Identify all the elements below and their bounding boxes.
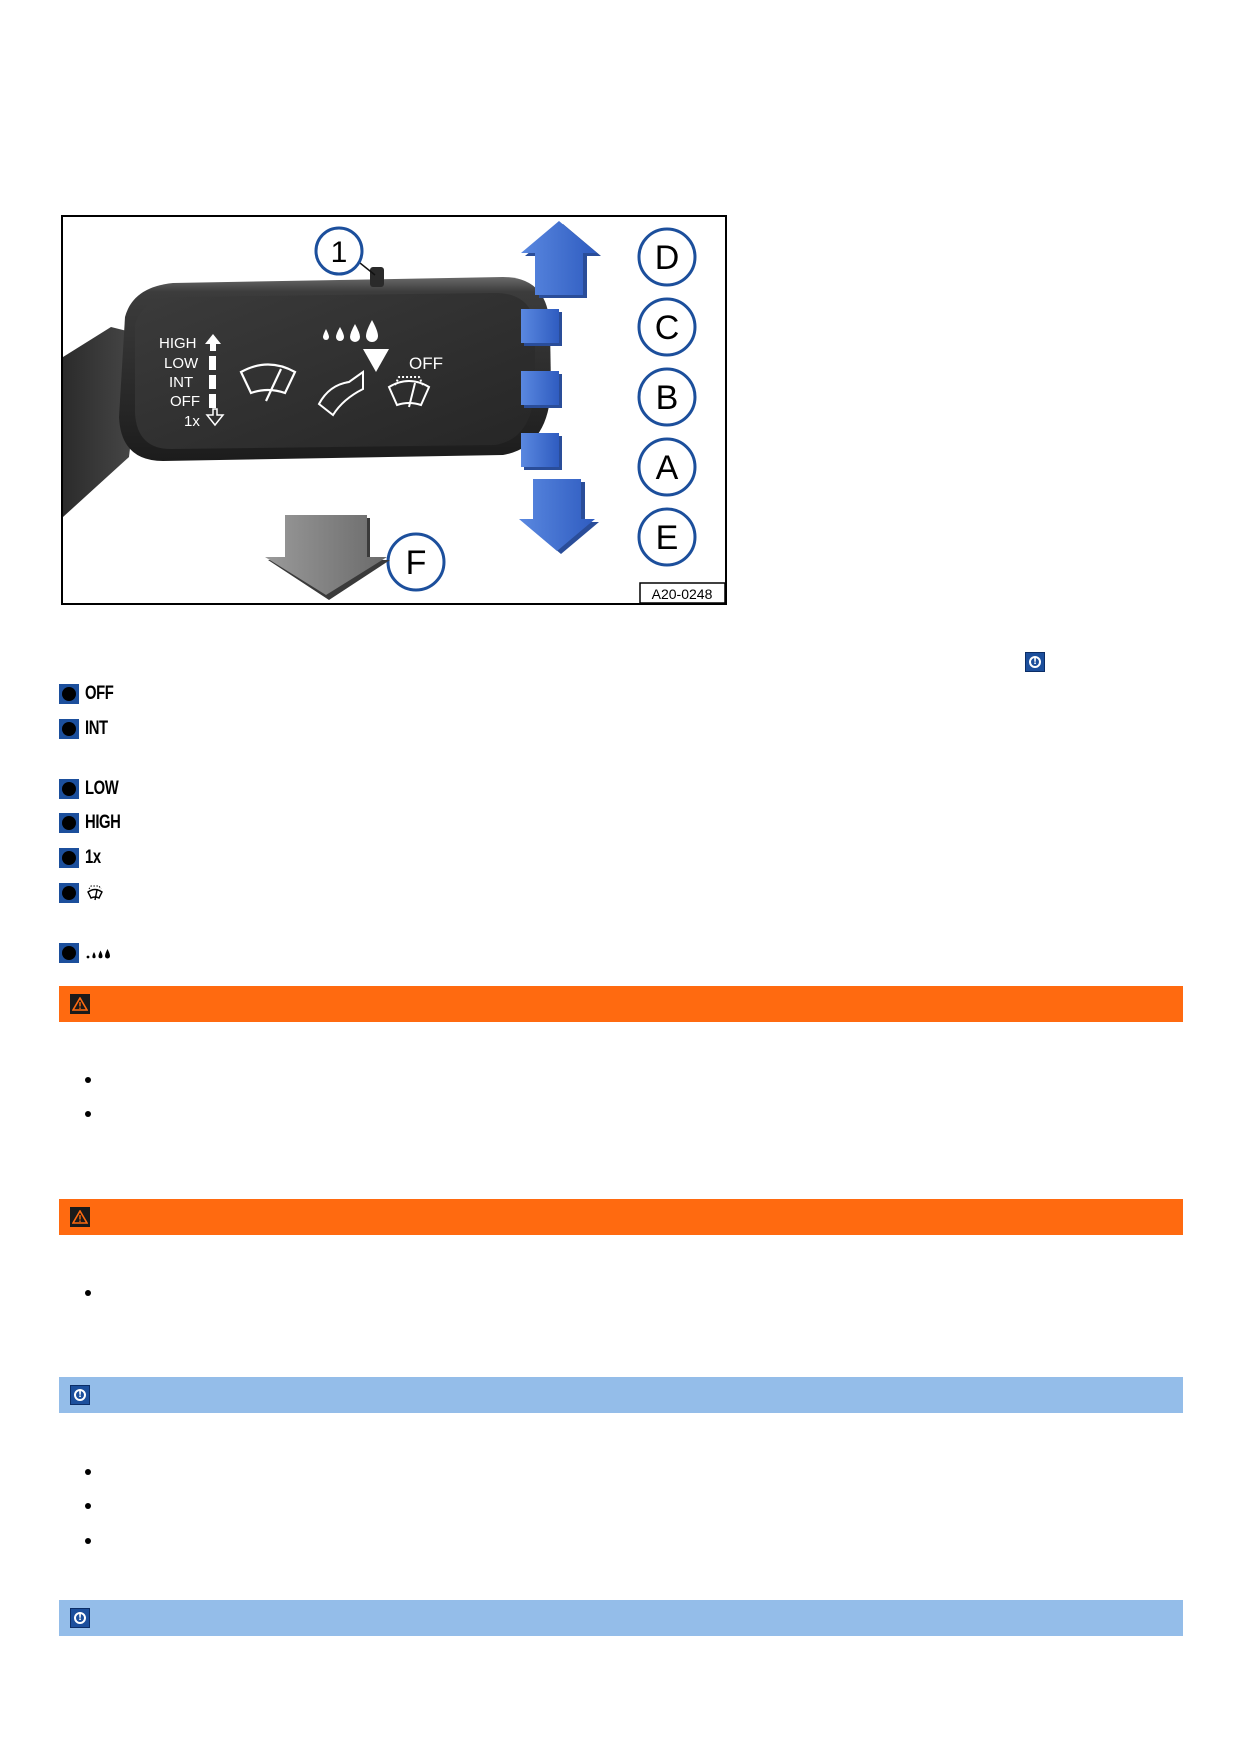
legend-label-1x: 1x <box>85 847 101 868</box>
legend-item-high: HIGH <box>59 812 131 834</box>
wiper-lever-illustration: 1 HIGH LOW INT OFF 1x <box>63 221 725 603</box>
position-square-a <box>521 433 559 467</box>
legend-item-rear-wiper <box>59 882 105 904</box>
pull-arrow-down <box>265 515 387 595</box>
caution-icon: ! <box>70 1608 90 1628</box>
lever-label-off: OFF <box>170 393 200 410</box>
caution-bar: ! <box>59 1600 1183 1636</box>
label-circle-e <box>637 507 697 567</box>
scale-mark-off <box>209 394 216 408</box>
washer-icon <box>317 349 389 417</box>
lever-position-labels: HIGH LOW INT OFF 1x <box>159 335 200 430</box>
front-wiper-icon <box>239 363 297 402</box>
lever-label-1x: 1x <box>184 413 200 430</box>
label-circle-b <box>637 367 697 427</box>
figure-code-box <box>639 582 725 603</box>
legend-label-high: HIGH <box>85 812 121 833</box>
scale-mark-low <box>209 356 216 370</box>
label-f: F <box>406 544 427 582</box>
label-e: E <box>656 519 679 557</box>
legend-item-int: INT <box>59 718 114 740</box>
label-a: A <box>656 449 679 487</box>
legend-item-rain-sensor <box>59 942 111 964</box>
list-bullet <box>85 1469 91 1475</box>
legend-bullet-icon <box>59 719 79 739</box>
rear-wiper-off-label: OFF <box>409 354 443 373</box>
label-circle-a <box>637 437 697 497</box>
notice-link-icon[interactable]: ! <box>1025 652 1045 672</box>
callout-1-label: 1 <box>331 236 348 269</box>
warning-bar <box>59 986 1183 1022</box>
exclamation-icon: ! <box>74 1612 86 1624</box>
wiper-lever-figure: 1 HIGH LOW INT OFF 1x <box>61 215 727 605</box>
warning-bar <box>59 1199 1183 1235</box>
legend-label-int: INT <box>85 718 108 739</box>
label-b: B <box>656 379 679 417</box>
legend-bullet-icon <box>59 943 79 963</box>
rear-wiper-icon <box>387 376 431 408</box>
warning-triangle-icon <box>70 1207 90 1227</box>
callout-1-circle <box>314 226 364 276</box>
label-circle-f <box>386 532 446 592</box>
direction-arrow-up <box>521 221 597 295</box>
legend-bullet-icon <box>59 883 79 903</box>
rain-sensitivity-drops-icon <box>323 320 378 342</box>
legend-item-low: LOW <box>59 778 128 800</box>
exclamation-icon: ! <box>74 1389 86 1401</box>
legend-bullet-icon <box>59 779 79 799</box>
legend-label-off: OFF <box>85 683 114 704</box>
list-bullet <box>85 1111 91 1117</box>
lever-label-int: INT <box>169 374 193 391</box>
legend-bullet-icon <box>59 684 79 704</box>
rear-wiper-switch <box>370 267 384 287</box>
lever-label-high: HIGH <box>159 335 197 352</box>
caution-icon: ! <box>70 1385 90 1405</box>
label-circle-c <box>637 297 697 357</box>
exclamation-icon: ! <box>1029 656 1041 668</box>
list-bullet <box>85 1077 91 1083</box>
caution-bar: ! <box>59 1377 1183 1413</box>
lever-face <box>135 293 535 449</box>
legend-item-off: OFF <box>59 683 122 705</box>
direction-arrow-down <box>519 479 595 551</box>
position-square-c <box>521 309 559 343</box>
warning-triangle-icon <box>70 994 90 1014</box>
label-c: C <box>655 309 680 347</box>
down-arrow-outline-icon <box>205 408 225 427</box>
label-circle-d <box>637 227 697 287</box>
legend-bullet-icon <box>59 813 79 833</box>
label-d: D <box>655 239 680 277</box>
scale-mark-int <box>209 375 216 389</box>
legend-label-low: LOW <box>85 778 119 799</box>
up-arrow-icon <box>205 334 221 351</box>
lever-label-low: LOW <box>164 355 199 372</box>
figure-code: A20-0248 <box>652 586 713 602</box>
list-bullet <box>85 1503 91 1509</box>
rain-sensor-sensitivity-icon <box>85 946 111 960</box>
lever-direction-column <box>519 221 601 554</box>
rear-wiper-icon <box>85 884 105 902</box>
list-bullet <box>85 1538 91 1544</box>
list-bullet <box>85 1290 91 1296</box>
legend-bullet-icon <box>59 848 79 868</box>
lever-scale-marks <box>205 334 221 408</box>
legend-item-1x: 1x <box>59 847 105 869</box>
position-square-b <box>521 371 559 405</box>
